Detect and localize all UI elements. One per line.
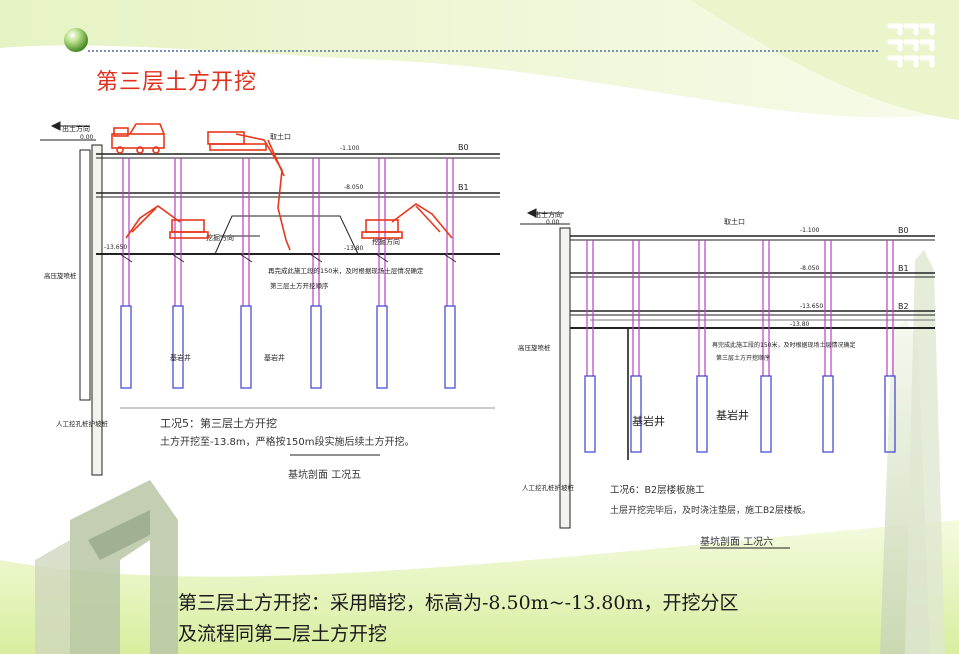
excavator-left-icon: [125, 205, 209, 239]
left-stage-2: 土方开挖至-13.8m，严格按150m段实施后续土方开挖。: [160, 435, 414, 448]
left-direction-1: 挖掘方向: [206, 233, 234, 242]
bullet-orb: [64, 28, 88, 52]
left-note-2: 第三层土方开挖顺序: [270, 281, 329, 290]
right-note-1: 再完成此施工段的150米，及时根据现场土层情况确定: [712, 341, 855, 349]
left-outlet-label: 取土口: [270, 132, 291, 141]
right-note-2: 第三层土方开挖顺序: [716, 354, 770, 362]
left-direction-2: 挖掘方向: [372, 237, 400, 246]
right-outlet-label: 取土口: [724, 217, 745, 226]
right-column-4: [822, 240, 834, 453]
left-dump-level: 0.00: [80, 134, 94, 141]
right-column-5: [884, 240, 896, 453]
right-level-0: -1.100: [800, 227, 820, 234]
right-floor-b1: B1: [898, 264, 909, 273]
right-column-1: [630, 240, 642, 453]
right-column-2: [696, 240, 708, 453]
left-drawing-caption: 基坑剖面 工况五: [288, 468, 361, 481]
right-level-2: -13.650: [800, 303, 823, 310]
left-pile-label: 人工挖孔桩护坡桩: [56, 419, 109, 428]
left-well-2: 基岩井: [264, 353, 285, 362]
title-divider: [88, 50, 878, 52]
right-dump-label: 出土方向: [534, 210, 562, 219]
caption-line-2: 及流程同第二层土方开挖: [178, 623, 388, 645]
left-column-3: [309, 158, 323, 389]
left-level-1: -8.050: [344, 184, 364, 191]
caption-line-1: 第三层土方开挖：采用暗挖，标高为-8.50m~-13.80m，开挖分区: [178, 592, 739, 614]
right-well-2: 基岩井: [716, 408, 749, 422]
right-level-3: -13.80: [790, 321, 810, 328]
right-floor-b2: B2: [898, 302, 909, 311]
left-floor-b1: B1: [458, 183, 469, 192]
right-stage-2: 土层开挖完毕后，及时浇注垫层，施工B2层楼板。: [610, 504, 811, 516]
left-level-0: -1.100: [340, 145, 360, 152]
right-drawing-caption: 基坑剖面 工况六: [700, 535, 773, 548]
left-well-1: 基岩井: [170, 353, 191, 362]
excavator-top-icon: [207, 131, 291, 251]
right-column-0: [584, 240, 596, 453]
left-column-2: [239, 158, 253, 389]
right-pile-label: 人工挖孔桩护坡桩: [522, 483, 575, 492]
right-column-3: [760, 240, 772, 453]
left-dump-label: 出土方向: [62, 124, 90, 133]
logo-icon: [887, 23, 935, 68]
dump-truck-icon: [111, 123, 165, 154]
right-dump-level: 0.00: [546, 219, 560, 226]
left-level-2: -13.650: [104, 244, 127, 251]
left-stage-1: 工况5：第三层土方开挖: [160, 416, 277, 430]
left-floor-b0: B0: [458, 143, 469, 152]
right-stage-1: 工况6：B2层楼板施工: [610, 484, 705, 496]
right-floor-b0: B0: [898, 226, 909, 235]
slide-caption: 第三层土方开挖：采用暗挖，标高为-8.50m~-13.80m，开挖分区 及流程同…: [178, 588, 818, 650]
slide-title: 第三层土方开挖: [96, 70, 258, 95]
left-column-0: [119, 158, 133, 389]
right-wall-label: 高压旋喷桩: [518, 343, 551, 352]
left-level-3: -13.80: [344, 245, 364, 252]
left-note-1: 再完成此施工段的150米，及时根据现场土层情况确定: [268, 266, 424, 275]
right-well-1: 基岩井: [632, 414, 665, 428]
right-level-1: -8.050: [800, 265, 820, 272]
left-wall-label: 高压旋喷桩: [44, 271, 77, 280]
excavator-right-icon: [361, 203, 453, 239]
